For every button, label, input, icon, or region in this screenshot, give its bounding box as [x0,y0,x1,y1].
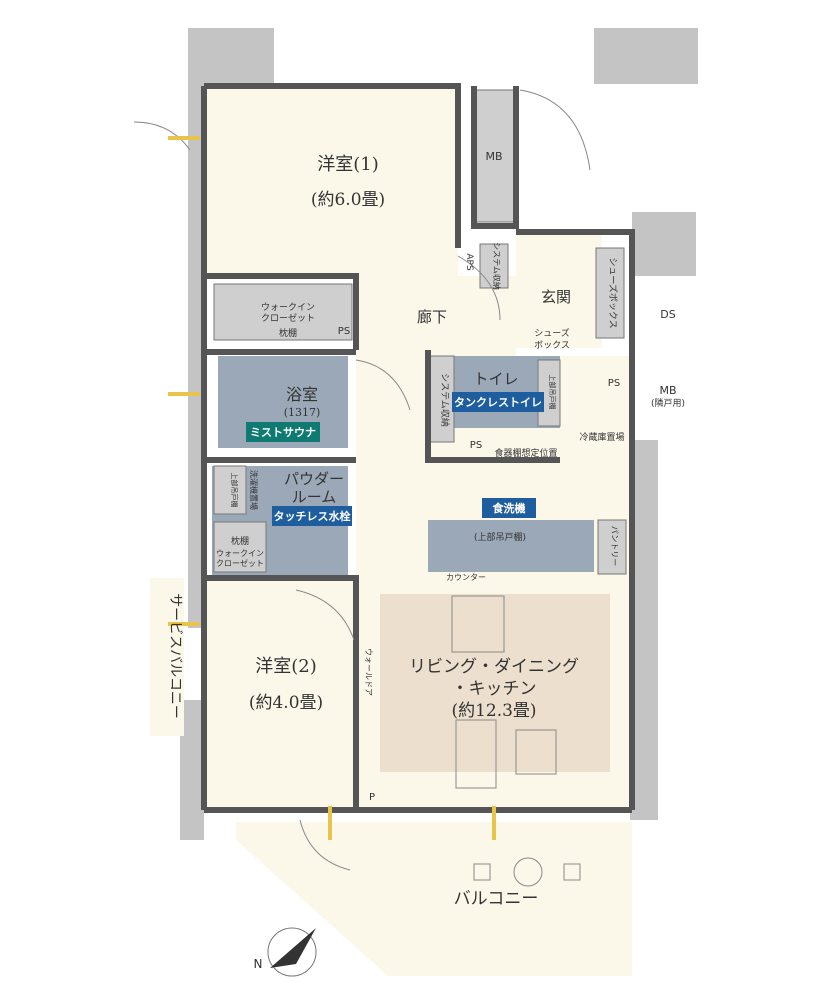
ldk-size: (約12.3畳) [451,701,536,721]
western-room-2-name: 洋室(2) [255,656,317,677]
entrance-label: 玄関 [541,288,571,306]
mist-sauna-badge: ミストサウナ [246,422,320,442]
wic1-line2: クローゼット [261,312,315,324]
bathroom-size: (1317) [284,406,321,419]
ldk-rug [380,594,610,772]
hallway-floor [356,276,516,356]
counter-label: カウンター [446,573,486,582]
western-room-1-name: 洋室(1) [317,154,379,175]
upper-cabinet1-label: 上部吊戸棚 [548,375,557,410]
service-balcony-label: サービスバルコニー [167,593,183,719]
mb2-label: MB [659,384,676,397]
ps1-label: PS [338,326,350,337]
balcony-floor [236,822,632,976]
tankless-toilet-text: タンクレストイレ [454,396,542,409]
interior-walls [201,83,635,813]
wic2-line2: クローゼット [216,558,264,568]
mb-label: MB [485,150,502,163]
powder-room-line1: パウダー [284,470,344,488]
airflow-icons [168,136,496,840]
touchless-faucet-badge: タッチレス水栓 [272,506,352,526]
washer-label: 洗濯機置場 [249,470,259,510]
upper-cabinet3-label: (上部吊戸棚) [474,531,526,543]
storage-units [213,89,627,575]
ds-label: DS [660,308,675,321]
shoe-box1-label: シューズボックス [607,257,619,328]
p-label: P [369,792,375,803]
wic2-line1: ウォークイン [216,549,264,558]
ps3-label: PS [608,378,620,389]
western-room-2-floor [204,580,356,808]
ldk-line1: リビング・ダイニング [409,657,579,677]
pantry-label: パントリー [610,526,619,566]
mb2-sub-label: (隣戸用) [651,397,685,409]
toilet-label: トイレ [473,370,518,388]
compass-north-label: N [254,957,263,971]
tankless-toilet-badge: タンクレストイレ [452,392,544,412]
bathroom-label: 浴室 [286,385,318,404]
system-storage2-label: システム収納 [439,373,451,427]
dishwasher-badge: 食洗機 [482,498,536,518]
kitchen-counter [428,520,594,572]
entrance-floor [516,232,602,348]
shoe-box2-line2: ボックス [534,340,570,351]
wic2-shelf: 枕棚 [231,535,249,547]
ps2-label: PS [470,440,482,451]
ldk-line2: ・キッチン [452,679,537,699]
dishwasher-text: 食洗機 [493,501,526,515]
western-room-2-size: (約4.0畳) [249,693,323,713]
ldk-furniture [451,595,557,789]
fridge-label: 冷蔵庫置場 [579,431,624,443]
wall-door-label: ウォールドア [364,648,373,696]
wic1-shelf: 枕棚 [279,327,297,339]
system-storage1-label: システム収納 [492,242,502,290]
western-room-1-floor [204,86,458,276]
compass-icon: N [254,927,317,977]
wic1-line1: ウォークイン [261,302,315,313]
service-balcony-floor [150,578,184,736]
western-room-1-size: (約6.0畳) [311,190,385,210]
mist-sauna-text: ミストサウナ [250,426,316,439]
hallway-label: 廊下 [417,308,447,326]
cupboard-label: 食器棚想定位置 [494,447,557,459]
balcony-furniture [473,857,581,887]
shoe-box2-line1: シューズ [534,327,570,339]
powder-room-line2: ルーム [292,488,337,506]
touchless-faucet-text: タッチレス水栓 [274,509,351,523]
aps-label: APS [464,253,474,271]
door-swings [133,89,591,871]
upper-cabinet2-label: 上部吊戸棚 [230,473,239,508]
balcony-label: バルコニー [454,889,539,909]
